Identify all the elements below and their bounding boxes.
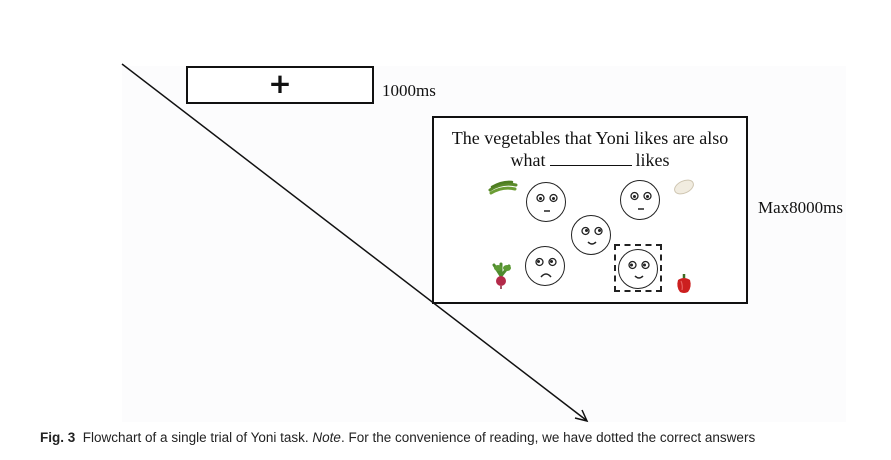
fixation-duration-label: 1000ms (382, 81, 436, 100)
correct-answer-dotted-frame (614, 244, 662, 292)
caption-fig-label: Fig. 3 (40, 430, 76, 445)
red-pepper-icon (677, 274, 691, 293)
sentence-line-1: The vegetables that Yoni likes are also (451, 128, 729, 148)
sentence-word-before-blank: what (510, 150, 546, 170)
fixation-screen: + (186, 66, 374, 104)
trial-duration-label: Max8000ms (758, 198, 843, 217)
fixation-cross: + (268, 67, 292, 100)
face-smile-correct (618, 249, 658, 289)
face-neutral-right (620, 180, 660, 220)
white-radish-icon (674, 179, 694, 195)
face-neutral-left (526, 182, 566, 222)
sentence-blank (549, 151, 632, 166)
face-frown (525, 246, 565, 286)
sentence-word-after-blank: likes (635, 150, 670, 170)
face-yoni-center (571, 215, 611, 255)
beet-icon (492, 262, 511, 289)
figure-caption: Fig. 3 Flowchart of a single trial of Yo… (40, 430, 755, 445)
caption-note-text: . For the convenience of reading, we hav… (340, 430, 756, 445)
caption-note-label: Note (312, 430, 341, 445)
question-sentence: The vegetables that Yoni likes are also … (434, 127, 746, 171)
trial-screen: The vegetables that Yoni likes are also … (432, 116, 748, 304)
green-beans-icon (488, 180, 518, 195)
caption-text: Flowchart of a single trial of Yoni task… (82, 430, 309, 445)
